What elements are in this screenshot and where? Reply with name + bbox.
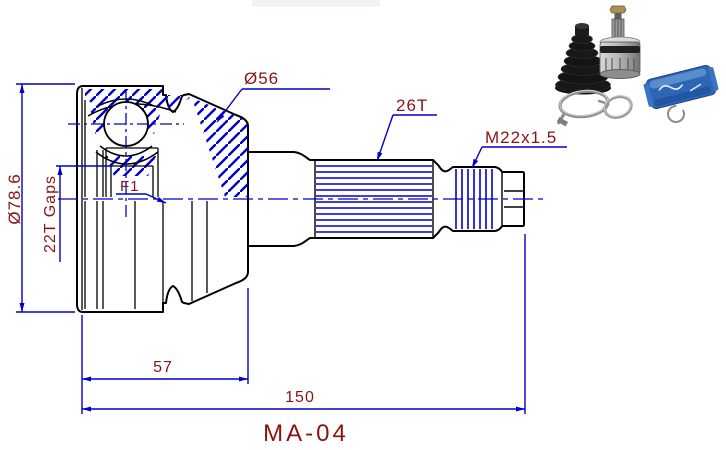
axle-nut (609, 5, 627, 14)
dim-face-mark: F1 (120, 178, 140, 195)
centerlines (58, 90, 545, 218)
dim-shaft-spline: 26T (396, 96, 428, 115)
dim-joint-length: 57 (153, 359, 173, 376)
boot-clamp-small (597, 95, 633, 119)
grease-packet-photo (643, 65, 719, 109)
cv-joint-photo (599, 5, 641, 79)
dim-inner-spline: 22T Gaps (42, 175, 59, 253)
spline-teeth-lines (316, 165, 432, 233)
part-code-title: MA-04 (263, 420, 349, 447)
dimension-arrows (19, 84, 525, 412)
watermark-smudge (252, 0, 380, 7)
dim-thread-spec: M22x1.5 (485, 128, 557, 147)
snap-ring-photo (667, 105, 685, 123)
dimension-lines (16, 83, 567, 414)
kit-photo-inset (555, 5, 719, 127)
bell-step-lines (81, 88, 208, 310)
dim-outer-diameter: Ø78.6 (5, 173, 24, 224)
dim-joint-diameter: Ø56 (244, 69, 279, 88)
dim-overall-length: 150 (285, 389, 315, 406)
cv-boot-photo (555, 23, 611, 95)
